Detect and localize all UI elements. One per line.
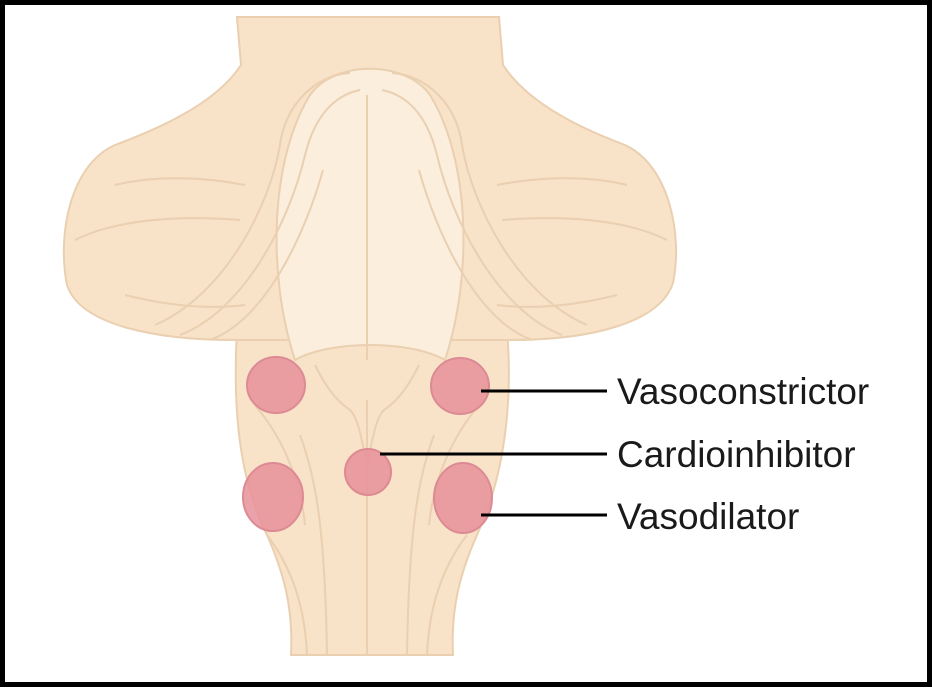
cardioinhibitor-center bbox=[345, 449, 391, 495]
brainstem-diagram bbox=[5, 5, 932, 692]
vasoconstrictor-label: Vasoconstrictor bbox=[617, 373, 869, 410]
vasoconstrictor-center-left bbox=[247, 357, 305, 413]
vasoconstrictor-center-right bbox=[431, 358, 489, 414]
vasodilator-center-right bbox=[434, 463, 492, 533]
vasodilator-center-left bbox=[243, 463, 303, 531]
cardioinhibitor-label: Cardioinhibitor bbox=[617, 436, 856, 473]
vasodilator-label: Vasodilator bbox=[617, 498, 799, 535]
pons-bulge bbox=[277, 69, 464, 360]
